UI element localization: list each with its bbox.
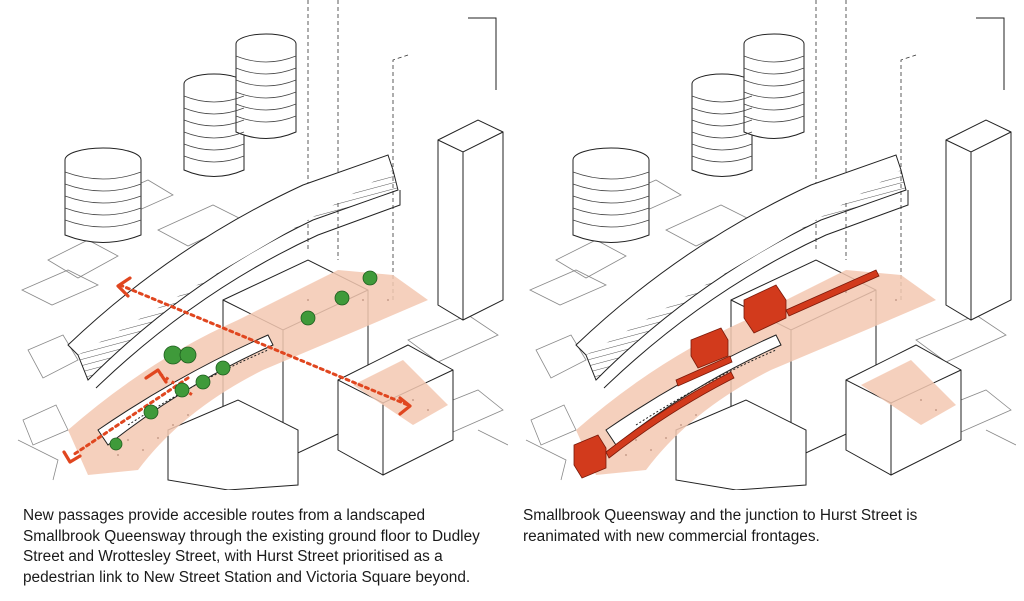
street-trees bbox=[109, 270, 378, 451]
route-arrowhead-southeast bbox=[398, 396, 412, 416]
frontage-strip-link bbox=[675, 355, 733, 387]
caption-frontages: Smallbrook Queensway and the junction to… bbox=[523, 507, 918, 545]
diagram-panel-routes bbox=[8, 0, 508, 490]
pedestrian-routes bbox=[71, 283, 410, 457]
route-hurst-street bbox=[118, 283, 410, 407]
route-arrowhead-northwest bbox=[116, 276, 132, 298]
frontage-strip-queensway bbox=[785, 269, 880, 317]
axonometric-drawing-routes bbox=[17, 0, 508, 490]
axonometric-drawing-frontages bbox=[525, 0, 1016, 490]
frontage-block-middle bbox=[690, 327, 729, 369]
frontage-block-corner bbox=[573, 434, 607, 479]
route-arrowhead-wrottesley bbox=[144, 368, 168, 384]
route-arrowhead-southwest bbox=[62, 450, 82, 464]
route-dudley-street bbox=[71, 376, 190, 457]
frontage-block-upper bbox=[743, 284, 787, 334]
caption-routes: New passages provide accesible routes fr… bbox=[23, 507, 480, 586]
commercial-frontages bbox=[573, 269, 880, 479]
diagram-panel-frontages bbox=[516, 0, 1016, 490]
frontage-strip-hurst bbox=[605, 371, 735, 459]
